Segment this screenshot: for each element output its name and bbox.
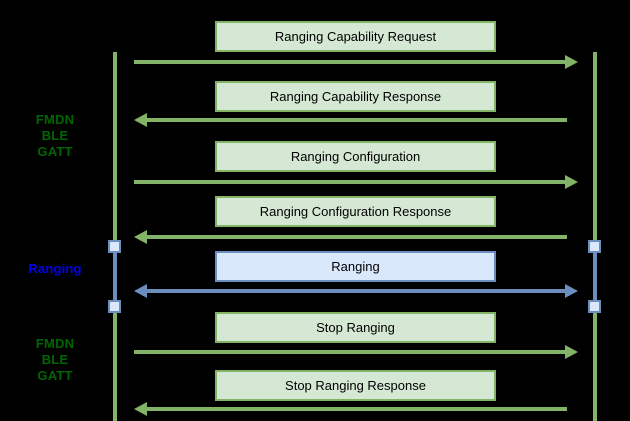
lifeline-node <box>588 240 601 253</box>
section-label-fmdn-ble-gatt-top: FMDN BLE GATT <box>35 112 75 159</box>
message-box-ranging-capability-request: Ranging Capability Request <box>215 21 496 52</box>
lifeline-node <box>108 300 121 313</box>
message-box-ranging-capability-response: Ranging Capability Response <box>215 81 496 112</box>
arrowhead-left-icon <box>134 402 147 416</box>
lifeline-left-ranging-segment <box>113 246 117 307</box>
section-label-fmdn-ble-gatt-bottom: FMDN BLE GATT <box>35 336 75 383</box>
arrowhead-right-icon <box>565 55 578 69</box>
section-label-ranging: Ranging <box>28 261 82 276</box>
arrow-ranging-configuration-response <box>147 235 567 239</box>
arrowhead-left-icon <box>134 230 147 244</box>
arrowhead-left-icon <box>134 284 147 298</box>
arrow-stop-ranging <box>134 350 566 354</box>
lifeline-right-ranging-segment <box>593 246 597 307</box>
arrowhead-left-icon <box>134 113 147 127</box>
message-box-ranging-configuration-response: Ranging Configuration Response <box>215 196 496 227</box>
arrow-ranging <box>147 289 566 293</box>
lifeline-node <box>108 240 121 253</box>
arrow-ranging-capability-response <box>147 118 567 122</box>
lifeline-right <box>593 52 597 421</box>
arrow-ranging-configuration <box>134 180 566 184</box>
message-box-stop-ranging: Stop Ranging <box>215 312 496 343</box>
arrow-stop-ranging-response <box>147 407 567 411</box>
arrow-ranging-capability-request <box>134 60 566 64</box>
message-box-ranging: Ranging <box>215 251 496 282</box>
arrowhead-right-icon <box>565 345 578 359</box>
arrowhead-right-icon <box>565 284 578 298</box>
lifeline-left <box>113 52 117 421</box>
message-box-stop-ranging-response: Stop Ranging Response <box>215 370 496 401</box>
arrowhead-right-icon <box>565 175 578 189</box>
message-box-ranging-configuration: Ranging Configuration <box>215 141 496 172</box>
lifeline-node <box>588 300 601 313</box>
